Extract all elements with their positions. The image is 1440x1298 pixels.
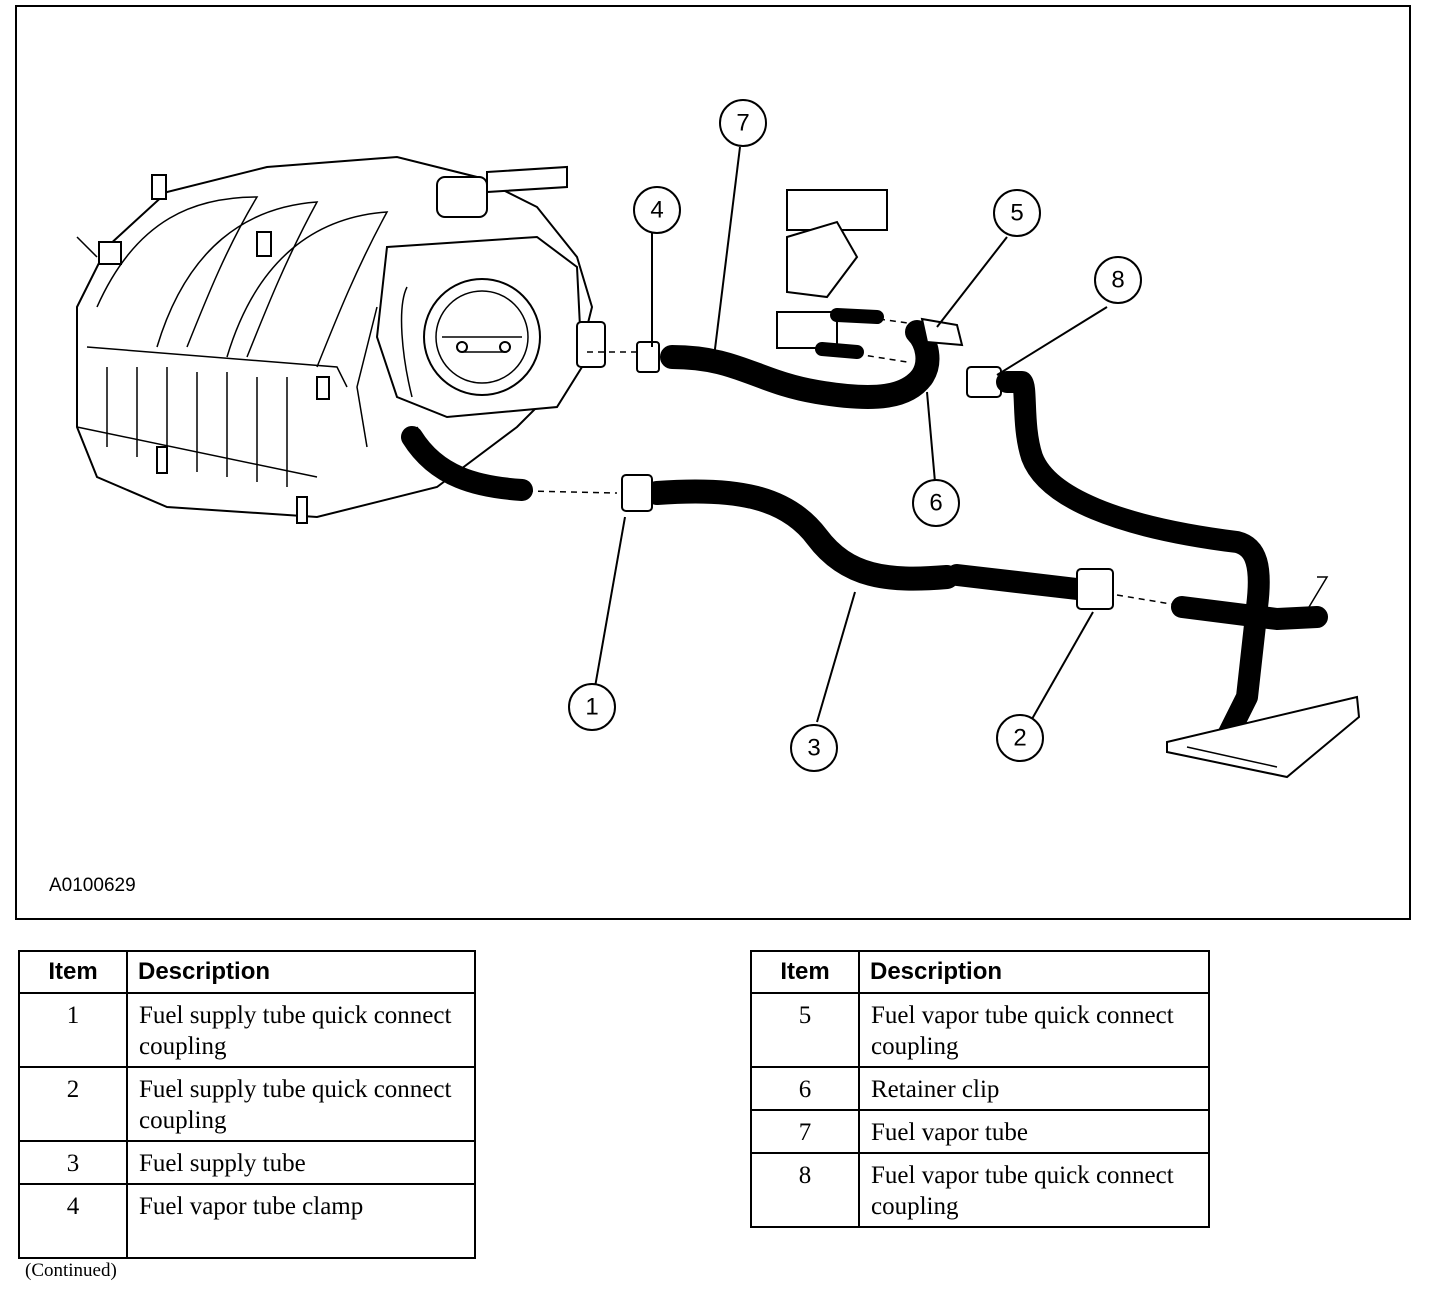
item-header: Item <box>750 950 860 994</box>
item-header: Item <box>18 950 128 994</box>
item-description: Fuel vapor tube <box>858 1109 1210 1154</box>
callout-3-label: 3 <box>807 735 820 762</box>
purge-valve <box>776 189 923 363</box>
leader-8 <box>996 306 1108 376</box>
description-header: Description <box>126 950 476 994</box>
callout-5: 5 <box>993 189 1041 237</box>
item-description: Fuel supply tube quick connect coupling <box>126 992 476 1068</box>
item-description: Fuel vapor tube clamp <box>126 1183 476 1259</box>
item-description: Fuel vapor tube quick connect coupling <box>858 1152 1210 1228</box>
continued-note: (Continued) <box>25 1260 117 1281</box>
item-number: 1 <box>18 992 128 1068</box>
callout-1: 1 <box>568 683 616 731</box>
legend-table-right: Item Description 5 Fuel vapor tube quick… <box>750 950 1210 1228</box>
fuel-vapor-tube <box>587 317 964 409</box>
callout-8-label: 8 <box>1111 267 1124 294</box>
item-number: 8 <box>750 1152 860 1228</box>
table-row: 5 Fuel vapor tube quick connect coupling <box>750 992 1210 1068</box>
throttle-body <box>356 165 606 468</box>
callout-2: 2 <box>996 714 1044 762</box>
item-description: Retainer clip <box>858 1066 1210 1111</box>
leader-3 <box>816 591 856 723</box>
leader-7 <box>713 146 741 358</box>
callout-7: 7 <box>719 99 767 147</box>
callout-3: 3 <box>790 724 838 772</box>
callout-7-label: 7 <box>736 110 749 137</box>
item-number: 6 <box>750 1066 860 1111</box>
callout-4-label: 4 <box>650 197 663 224</box>
legend-table-left: Item Description 1 Fuel supply tube quic… <box>18 950 476 1259</box>
item-number: 4 <box>18 1183 128 1259</box>
fuel-rail <box>1166 576 1361 779</box>
item-description: Fuel supply tube quick connect coupling <box>126 1066 476 1142</box>
table-row: 3 Fuel supply tube <box>18 1140 476 1185</box>
callout-4: 4 <box>633 186 681 234</box>
item-description: Fuel supply tube <box>126 1140 476 1185</box>
item-description: Fuel vapor tube quick connect coupling <box>858 992 1210 1068</box>
leader-2 <box>1031 611 1094 720</box>
leader-1 <box>594 516 626 688</box>
figure-id: A0100629 <box>49 875 136 896</box>
vapor-return-line <box>966 366 1270 748</box>
table-row: 2 Fuel supply tube quick connect couplin… <box>18 1066 476 1142</box>
callout-6-label: 6 <box>929 490 942 517</box>
fuel-supply-tube <box>401 426 1328 630</box>
callout-6: 6 <box>912 479 960 527</box>
leader-5 <box>936 236 1008 328</box>
item-number: 5 <box>750 992 860 1068</box>
item-number: 2 <box>18 1066 128 1142</box>
table-row: 7 Fuel vapor tube <box>750 1109 1210 1154</box>
table-row: 8 Fuel vapor tube quick connect coupling <box>750 1152 1210 1228</box>
table-row: 4 Fuel vapor tube clamp <box>18 1183 476 1259</box>
callout-1-label: 1 <box>585 694 598 721</box>
item-number: 7 <box>750 1109 860 1154</box>
callout-2-label: 2 <box>1013 725 1026 752</box>
description-header: Description <box>858 950 1210 994</box>
diagram-frame: 1 2 3 4 5 6 7 8 A0100629 <box>15 5 1411 920</box>
legend-header-row: Item Description <box>750 950 1210 994</box>
leader-6 <box>926 391 936 483</box>
callout-8: 8 <box>1094 256 1142 304</box>
table-row: 1 Fuel supply tube quick connect couplin… <box>18 992 476 1068</box>
table-row: 6 Retainer clip <box>750 1066 1210 1111</box>
item-number: 3 <box>18 1140 128 1185</box>
fuel-line-illustration: 1 2 3 4 5 6 7 8 <box>76 99 1361 779</box>
legend-header-row: Item Description <box>18 950 476 994</box>
callout-5-label: 5 <box>1010 200 1023 227</box>
